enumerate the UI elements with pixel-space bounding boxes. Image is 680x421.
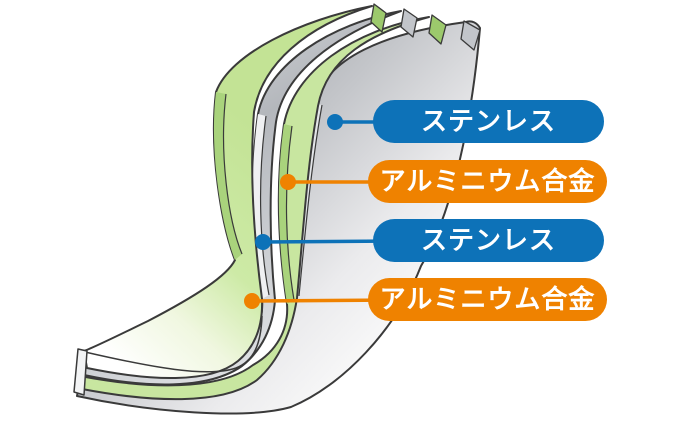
layer-dot-aluminum-2: [244, 293, 260, 309]
layer-sheet-aluminum-inner-edge: [213, 92, 242, 260]
layer-dot-stainless-outer: [327, 114, 343, 130]
label-aluminum-alloy-2: アルミニウム合金: [368, 278, 607, 321]
pan-bottom-surface-divider-line: [84, 315, 263, 373]
label-stainless-inner: ステンレス: [373, 219, 604, 262]
layer-sheet-stainless-outer-edge-line: [298, 104, 323, 297]
layer-dot-stainless-inner: [255, 234, 271, 250]
label-stainless-outer: ステンレス: [373, 100, 604, 143]
layer-sheet-aluminum-mid-edge-line: [285, 125, 295, 301]
stack-cut-edge-face: [73, 348, 88, 396]
layer-sheet-aluminum-inner-edge-line: [222, 93, 243, 255]
layer-sheet-stainless-inner-edge-line: [259, 115, 270, 296]
sheet-tip-aluminum-mid: [428, 14, 447, 45]
layer-dot-aluminum-1: [280, 174, 296, 190]
sheet-tip-stainless-outer: [460, 20, 481, 51]
label-aluminum-alloy-1: アルミニウム合金: [368, 160, 607, 203]
sheet-tip-aluminum-inner: [370, 3, 387, 33]
sheet-tip-stainless-inner: [400, 8, 418, 38]
